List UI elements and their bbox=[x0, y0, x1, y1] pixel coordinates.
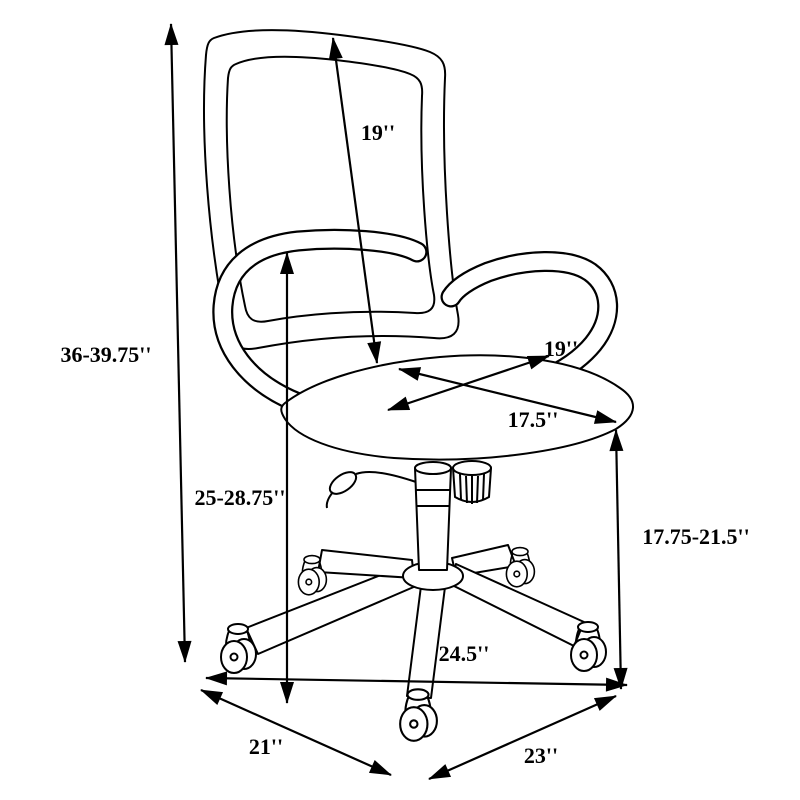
dimension-label-armrest-floor-height: 25-28.75'' bbox=[194, 485, 285, 510]
dimension-arrow bbox=[609, 429, 628, 690]
chair-seat bbox=[280, 354, 634, 461]
dimension-label-base-depth-left: 21'' bbox=[249, 734, 283, 759]
dimension-arrow bbox=[398, 367, 617, 424]
dimension-label-base-width: 24.5'' bbox=[439, 641, 490, 666]
gas-lift-cylinder bbox=[414, 461, 452, 571]
dimension-label-seat-floor-height: 17.75-21.5'' bbox=[642, 524, 750, 549]
dimension-seat-floor-height: 17.75-21.5'' bbox=[609, 429, 750, 690]
dimension-label-seat-depth: 17.5'' bbox=[508, 407, 559, 432]
dimension-overall-height: 36-39.75'' bbox=[60, 23, 192, 663]
dimension-seat-depth: 17.5'' bbox=[398, 367, 617, 432]
dimension-annotations: 36-39.75'' 19'' 19'' 17.5'' 25-28.75'' 1 bbox=[60, 23, 750, 781]
tension-knob bbox=[452, 460, 492, 504]
chair-backrest bbox=[203, 29, 460, 350]
dimension-label-overall-height: 36-39.75'' bbox=[60, 342, 151, 367]
dimension-arrow bbox=[428, 694, 617, 781]
chair-drawing bbox=[203, 29, 634, 742]
dimension-label-back-height: 19'' bbox=[361, 120, 395, 145]
dimension-label-seat-width: 19'' bbox=[544, 336, 578, 361]
dimension-back-height: 19'' bbox=[328, 37, 395, 364]
dimension-arrow bbox=[205, 671, 628, 692]
dimension-base-width: 24.5'' bbox=[205, 641, 628, 692]
chair-base-legs bbox=[245, 544, 585, 699]
dimension-arrow bbox=[328, 37, 382, 364]
dimension-base-depth-right: 23'' bbox=[428, 694, 617, 781]
tilt-lever bbox=[325, 471, 417, 509]
dimension-base-depth-left: 21'' bbox=[200, 688, 392, 777]
dimension-label-base-depth-right: 23'' bbox=[524, 743, 558, 768]
dimension-arrow bbox=[164, 23, 192, 663]
dimension-arrow bbox=[200, 688, 392, 777]
dimension-armrest-floor-height: 25-28.75'' bbox=[194, 252, 294, 704]
